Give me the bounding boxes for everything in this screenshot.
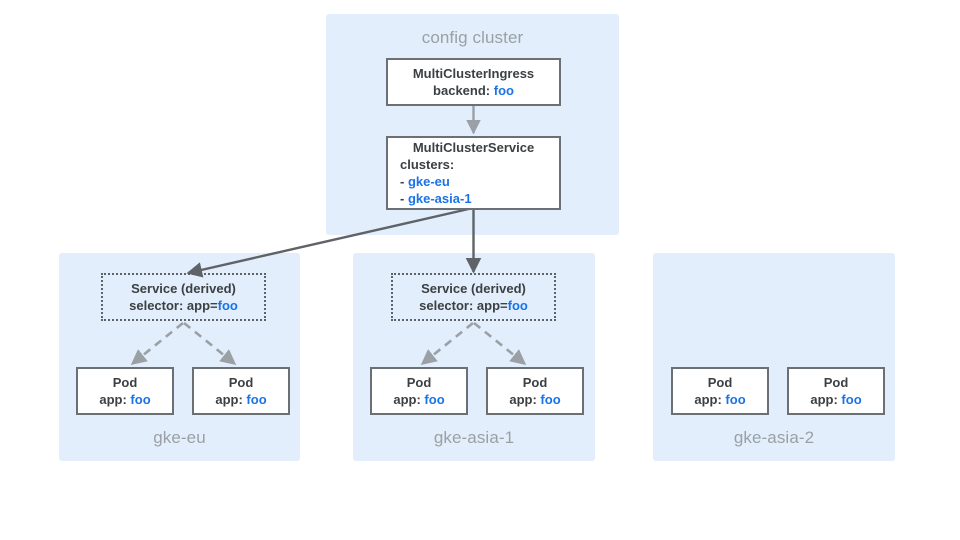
pod-title: Pod xyxy=(522,375,548,390)
node-pod[interactable]: Pod app: foo xyxy=(486,367,584,415)
pod-app-label: app: xyxy=(509,392,541,407)
cluster-bullet: - xyxy=(400,191,408,206)
backend-value: foo xyxy=(493,83,514,98)
pod-app-label: app: xyxy=(99,392,131,407)
selector-label: selector: app= xyxy=(419,298,508,313)
node-pod[interactable]: Pod app: foo xyxy=(787,367,885,415)
pod-app-label: app: xyxy=(215,392,247,407)
node-multi-cluster-ingress[interactable]: MultiClusterIngress backend: foo xyxy=(386,58,561,106)
cluster-bullet: - xyxy=(400,174,408,189)
panel-cluster-gke-eu-label: gke-eu xyxy=(153,428,206,447)
selector-value: foo xyxy=(507,298,528,313)
pod-app-value: foo xyxy=(130,392,151,407)
multi-cluster-ingress-backend: backend: foo xyxy=(388,82,559,99)
pod-title: Pod xyxy=(707,375,733,390)
multi-cluster-service-cluster-item: - gke-eu xyxy=(400,173,559,190)
panel-cluster-gke-asia-1-label: gke-asia-1 xyxy=(433,428,515,447)
node-pod[interactable]: Pod app: foo xyxy=(671,367,769,415)
multi-cluster-service-clusters-label: clusters: xyxy=(400,157,455,172)
panel-cluster-gke-asia-2-label: gke-asia-2 xyxy=(733,428,815,447)
pod-app: app: foo xyxy=(393,391,444,408)
node-derived-service-gke-eu[interactable]: Service (derived) selector: app=foo xyxy=(101,273,266,321)
selector-value: foo xyxy=(217,298,238,313)
pod-app: app: foo xyxy=(509,391,560,408)
pod-app-value: foo xyxy=(424,392,445,407)
pod-app: app: foo xyxy=(99,391,150,408)
derived-service-title: Service (derived) xyxy=(421,281,526,296)
node-pod[interactable]: Pod app: foo xyxy=(370,367,468,415)
node-multi-cluster-service[interactable]: MultiClusterService clusters: - gke-eu -… xyxy=(386,136,561,210)
pod-app-value: foo xyxy=(246,392,267,407)
pod-app-label: app: xyxy=(694,392,726,407)
pod-app: app: foo xyxy=(694,391,745,408)
pod-app-label: app: xyxy=(393,392,425,407)
cluster-name: gke-asia-1 xyxy=(407,191,472,206)
multi-cluster-service-cluster-item: - gke-asia-1 xyxy=(400,190,559,207)
pod-app-value: foo xyxy=(540,392,561,407)
derived-service-title: Service (derived) xyxy=(131,281,236,296)
pod-title: Pod xyxy=(112,375,138,390)
pod-app: app: foo xyxy=(810,391,861,408)
node-derived-service-gke-asia-1[interactable]: Service (derived) selector: app=foo xyxy=(391,273,556,321)
selector-label: selector: app= xyxy=(129,298,218,313)
pod-title: Pod xyxy=(406,375,432,390)
backend-label: backend: xyxy=(433,83,494,98)
multi-cluster-service-title: MultiClusterService xyxy=(412,140,535,155)
panel-config-cluster-label: config cluster xyxy=(421,28,524,47)
pod-title: Pod xyxy=(228,375,254,390)
pod-title: Pod xyxy=(823,375,849,390)
pod-app-value: foo xyxy=(841,392,862,407)
pod-app: app: foo xyxy=(215,391,266,408)
pod-app-label: app: xyxy=(810,392,842,407)
node-pod[interactable]: Pod app: foo xyxy=(192,367,290,415)
panel-cluster-gke-asia-2: gke-asia-2 xyxy=(653,253,895,461)
derived-service-selector: selector: app=foo xyxy=(419,297,528,314)
multi-cluster-ingress-title: MultiClusterIngress xyxy=(412,66,535,81)
node-pod[interactable]: Pod app: foo xyxy=(76,367,174,415)
derived-service-selector: selector: app=foo xyxy=(129,297,238,314)
cluster-name: gke-eu xyxy=(407,174,450,189)
pod-app-value: foo xyxy=(725,392,746,407)
